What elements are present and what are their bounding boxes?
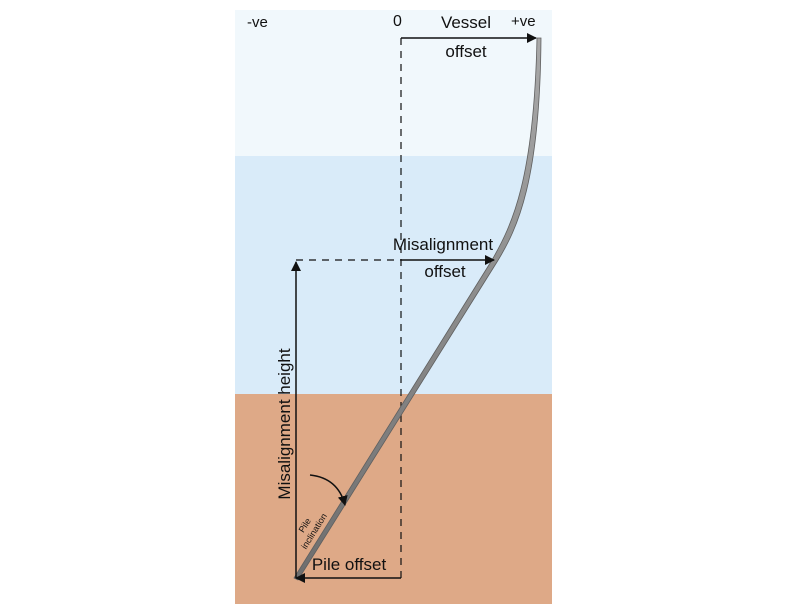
soil-region [235, 394, 552, 604]
negative-direction-label: -ve [247, 14, 268, 31]
misalignment-offset-label-line2: offset [424, 262, 466, 281]
water-region [235, 156, 552, 394]
misalignment-height-label: Misalignment height [275, 348, 294, 499]
pile [293, 37, 542, 581]
vessel-offset-label-line1: Vessel [441, 13, 491, 32]
misalignment-offset-label-line1: Misalignment [393, 235, 493, 254]
zero-label: 0 [393, 13, 402, 30]
pile-offset-label: Pile offset [312, 555, 387, 574]
positive-direction-label: +ve [511, 13, 536, 30]
vessel-offset-label-line2: offset [445, 42, 487, 61]
pile-inclination-arc-arrow [309, 474, 348, 506]
air-region [235, 10, 552, 156]
